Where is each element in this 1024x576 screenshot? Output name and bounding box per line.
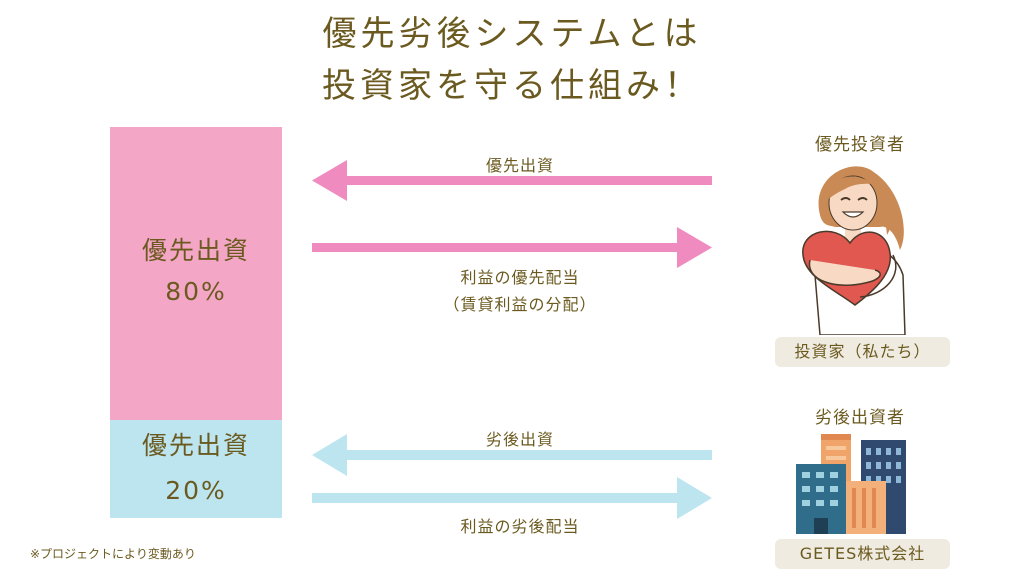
page-title-line1: 優先劣後システムとは bbox=[322, 14, 702, 54]
junior-investor-heading: 劣後出資者 bbox=[815, 408, 905, 428]
investor-name-box: 投資家（私たち） bbox=[775, 337, 950, 367]
senior-investment-bar: 優先出資 80% bbox=[110, 127, 282, 420]
junior-investment-bar: 優先出資 20% bbox=[110, 420, 282, 518]
variation-note: ※プロジェクトにより変動あり bbox=[30, 547, 196, 561]
junior-dividend-label: 利益の劣後配当 bbox=[460, 517, 580, 536]
junior-investment-label: 劣後出資 bbox=[485, 430, 554, 449]
senior-bar-label: 優先出資 bbox=[141, 236, 250, 265]
senior-investment-label: 優先出資 bbox=[485, 156, 554, 175]
woman-hugging-heart-icon bbox=[802, 166, 906, 335]
senior-dividend-label: 利益の優先配当 bbox=[460, 268, 580, 287]
junior-dividend-arrow bbox=[312, 477, 712, 519]
junior-investment-arrow bbox=[312, 434, 712, 476]
company-name-box: GETES株式会社 bbox=[775, 539, 950, 569]
senior-investor-heading: 優先投資者 bbox=[815, 135, 905, 155]
junior-bar-label: 優先出資 bbox=[141, 431, 250, 460]
junior-bar-percent: 20% bbox=[165, 476, 227, 505]
senior-bar-percent: 80% bbox=[165, 277, 227, 306]
senior-dividend-arrow bbox=[312, 227, 712, 268]
senior-dividend-note: （賃貸利益の分配） bbox=[443, 295, 597, 314]
page-title-line2: 投資家を守る仕組み！ bbox=[322, 66, 702, 106]
senior-investment-arrow bbox=[312, 160, 712, 201]
office-buildings-icon bbox=[796, 434, 906, 534]
